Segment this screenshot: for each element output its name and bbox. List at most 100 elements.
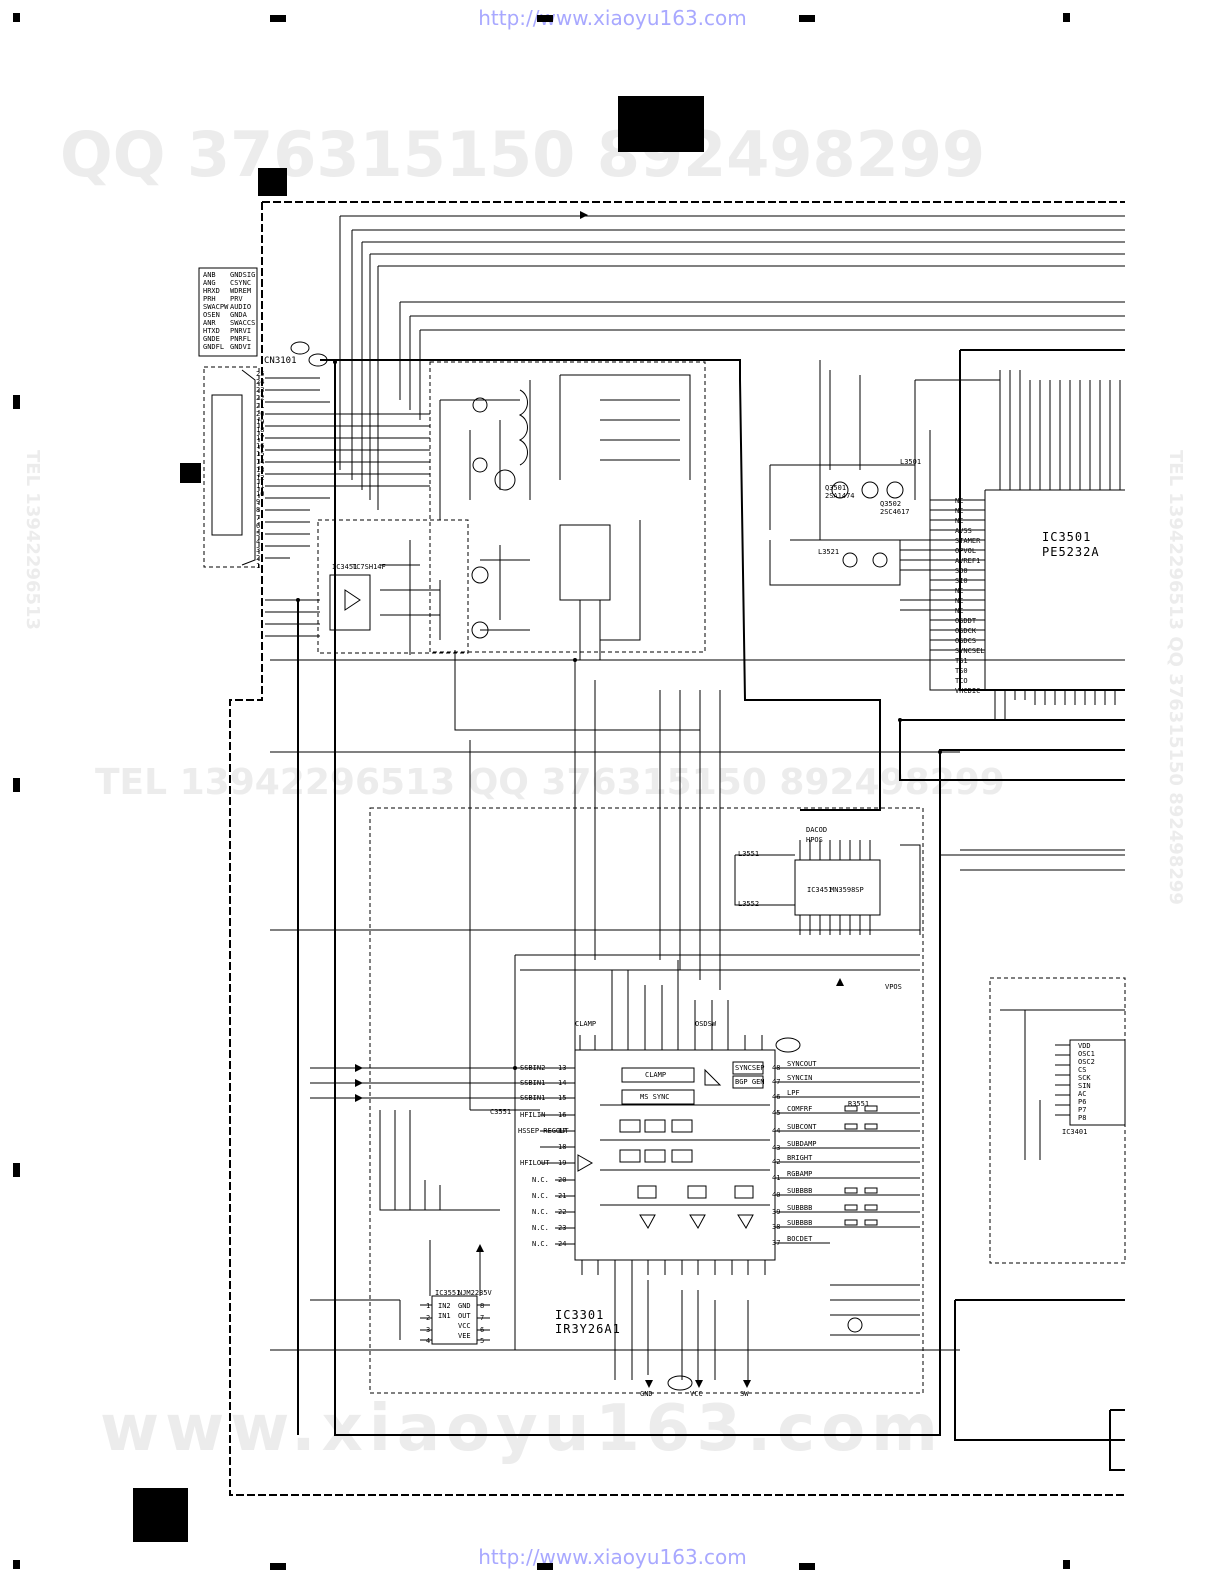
ic-video-pin-number: 14: [558, 1079, 567, 1087]
block-bgp-gen: BGP GEN: [735, 1078, 765, 1086]
ic-main-pin-label: NC: [955, 497, 964, 505]
ic-osc-name: IC3451: [807, 886, 833, 894]
ic-main-pin-label: NC: [955, 587, 964, 595]
ic-br-pin: CS: [1078, 1066, 1087, 1074]
label-q3502: Q3502: [880, 500, 902, 508]
section-marker-c: [133, 1488, 188, 1542]
label-l3501: L3501: [900, 458, 922, 466]
url-top[interactable]: http://www.xiaoyu163.com: [478, 6, 747, 30]
ic-video-pin-label: SSBIN1: [520, 1079, 546, 1087]
block-syncsep: SYNCSEP: [735, 1064, 765, 1072]
ic-small-pin: 5: [480, 1337, 485, 1345]
ic-video-pin-number: 40: [772, 1191, 781, 1199]
ic-video-pin-label: BRIGHT: [787, 1154, 813, 1162]
ic-main-name: IC3501: [1042, 530, 1092, 544]
signal-list-right-item: WDREM: [230, 287, 252, 295]
ic-video-pin-number: 16: [558, 1111, 567, 1119]
ic-small-name: IC3551: [435, 1289, 461, 1297]
ic-video-pin-label: HFILOUT: [520, 1159, 550, 1167]
connector-pin: 25: [256, 370, 265, 378]
label-gnd: GND: [640, 1390, 653, 1398]
connector-pin: 21: [256, 402, 265, 410]
connector-pin: 15: [256, 450, 265, 458]
label-l3551: L3551: [738, 850, 760, 858]
ic-video-pin-number: 41: [772, 1174, 781, 1182]
reg-mark: [270, 15, 286, 22]
signal-list-right-item: PRV: [230, 295, 243, 303]
ic-video-pin-label: SUBBBB: [787, 1219, 813, 1227]
ic-sync-part: TC7SH14F: [352, 563, 386, 571]
label-hpos: VPOS: [885, 983, 902, 991]
label-sw: SW: [740, 1390, 749, 1398]
sheet-tab-block: [618, 96, 704, 152]
reg-mark: [1063, 1560, 1070, 1569]
ic-small-pin: 7: [480, 1314, 485, 1322]
ic-main-pin-label: SYNCSEL: [955, 647, 985, 655]
connector-pin: 20: [256, 410, 265, 418]
signal-list-left-item: ANR: [203, 319, 216, 327]
ic-main-pin-label: OPVOL: [955, 547, 977, 555]
label-dacod: HPOS: [806, 836, 823, 844]
ic-video-pin-label: SSBIN2: [520, 1064, 546, 1072]
signal-list-right-item: PNRFL: [230, 335, 252, 343]
connector-pin: 13: [256, 466, 265, 474]
reg-mark: [13, 1163, 20, 1177]
ic-video-pin-label: SUBBBB: [787, 1204, 813, 1212]
signal-list-right-item: GNDA: [230, 311, 247, 319]
connector-pin: 10: [256, 490, 265, 498]
ic-video-pin-number: 13: [558, 1064, 567, 1072]
ic-video-pin-number: 43: [772, 1144, 781, 1152]
connector-pin: 16: [256, 442, 265, 450]
connector-pin: 8: [256, 506, 261, 514]
label-l3521: L3521: [818, 548, 840, 556]
ic-video-part: IR3Y26A1: [555, 1322, 621, 1336]
ic-main-pin-label: NC: [955, 517, 964, 525]
ic-small-pin: 6: [480, 1326, 485, 1334]
signal-list-left-item: PRH: [203, 295, 216, 303]
ic-video-pin-number: 46: [772, 1093, 781, 1101]
ic-main-pin-label: TS1: [955, 657, 968, 665]
ic-sync-name: IC3451: [332, 563, 358, 571]
ic-video-pin-label: N.C.: [532, 1224, 549, 1232]
ic-video-pin-number: 39: [772, 1208, 781, 1216]
ic-small-label: IN2: [438, 1302, 451, 1310]
label-q3501: Q3501: [825, 484, 847, 492]
watermark-side-left: TEL 13942296513: [22, 450, 43, 631]
ic-main-pin-label: AVSS: [955, 527, 972, 535]
ic-video-pin-number: 17: [558, 1127, 567, 1135]
connector-pin: 17: [256, 434, 265, 442]
ic-video-pin-label: SUBBBB: [787, 1187, 813, 1195]
label-clamp: CLAMP: [575, 1020, 597, 1028]
ic-video-pin-number: 45: [772, 1109, 781, 1117]
ic-small-label: GND: [458, 1302, 471, 1310]
ic-small-label: VEE: [458, 1332, 471, 1340]
connector-pin: 19: [256, 418, 265, 426]
connector-pin: 24: [256, 378, 265, 386]
ic-video-pin-number: 23: [558, 1224, 567, 1232]
reg-mark: [270, 1563, 286, 1570]
label-2sc4617: 2SC4617: [880, 508, 910, 516]
reg-mark: [13, 1560, 20, 1569]
connector-pin: 6: [256, 522, 261, 530]
ic-video-pin-label: SUBCONT: [787, 1123, 817, 1131]
signal-list-right-item: PNRVI: [230, 327, 252, 335]
watermark-side-right: TEL 13942296513 QQ 376315150 892498299: [1165, 450, 1186, 905]
signal-list-left-item: OSEN: [203, 311, 220, 319]
ic-video-pin-number: 37: [772, 1239, 781, 1247]
ic-br-pin: P8: [1078, 1114, 1087, 1122]
reg-mark: [13, 395, 20, 409]
signal-list-right-item: GNDSIG: [230, 271, 256, 279]
section-marker-b: [180, 463, 201, 483]
ic-video-pin-number: 48: [772, 1064, 781, 1072]
signal-list-right-item: AUDIO: [230, 303, 252, 311]
ic-video-pin-number: 47: [772, 1078, 781, 1086]
label-l3552: L3552: [738, 900, 760, 908]
url-bottom[interactable]: http://www.xiaoyu163.com: [478, 1545, 747, 1569]
connector-pin: 11: [256, 482, 265, 490]
ic-video-pin-number: 19: [558, 1159, 567, 1167]
connector-pin: 14: [256, 458, 265, 466]
ic-main-pin-label: TCO: [955, 677, 968, 685]
reg-mark: [799, 1563, 815, 1570]
connector-pin: 18: [256, 426, 265, 434]
